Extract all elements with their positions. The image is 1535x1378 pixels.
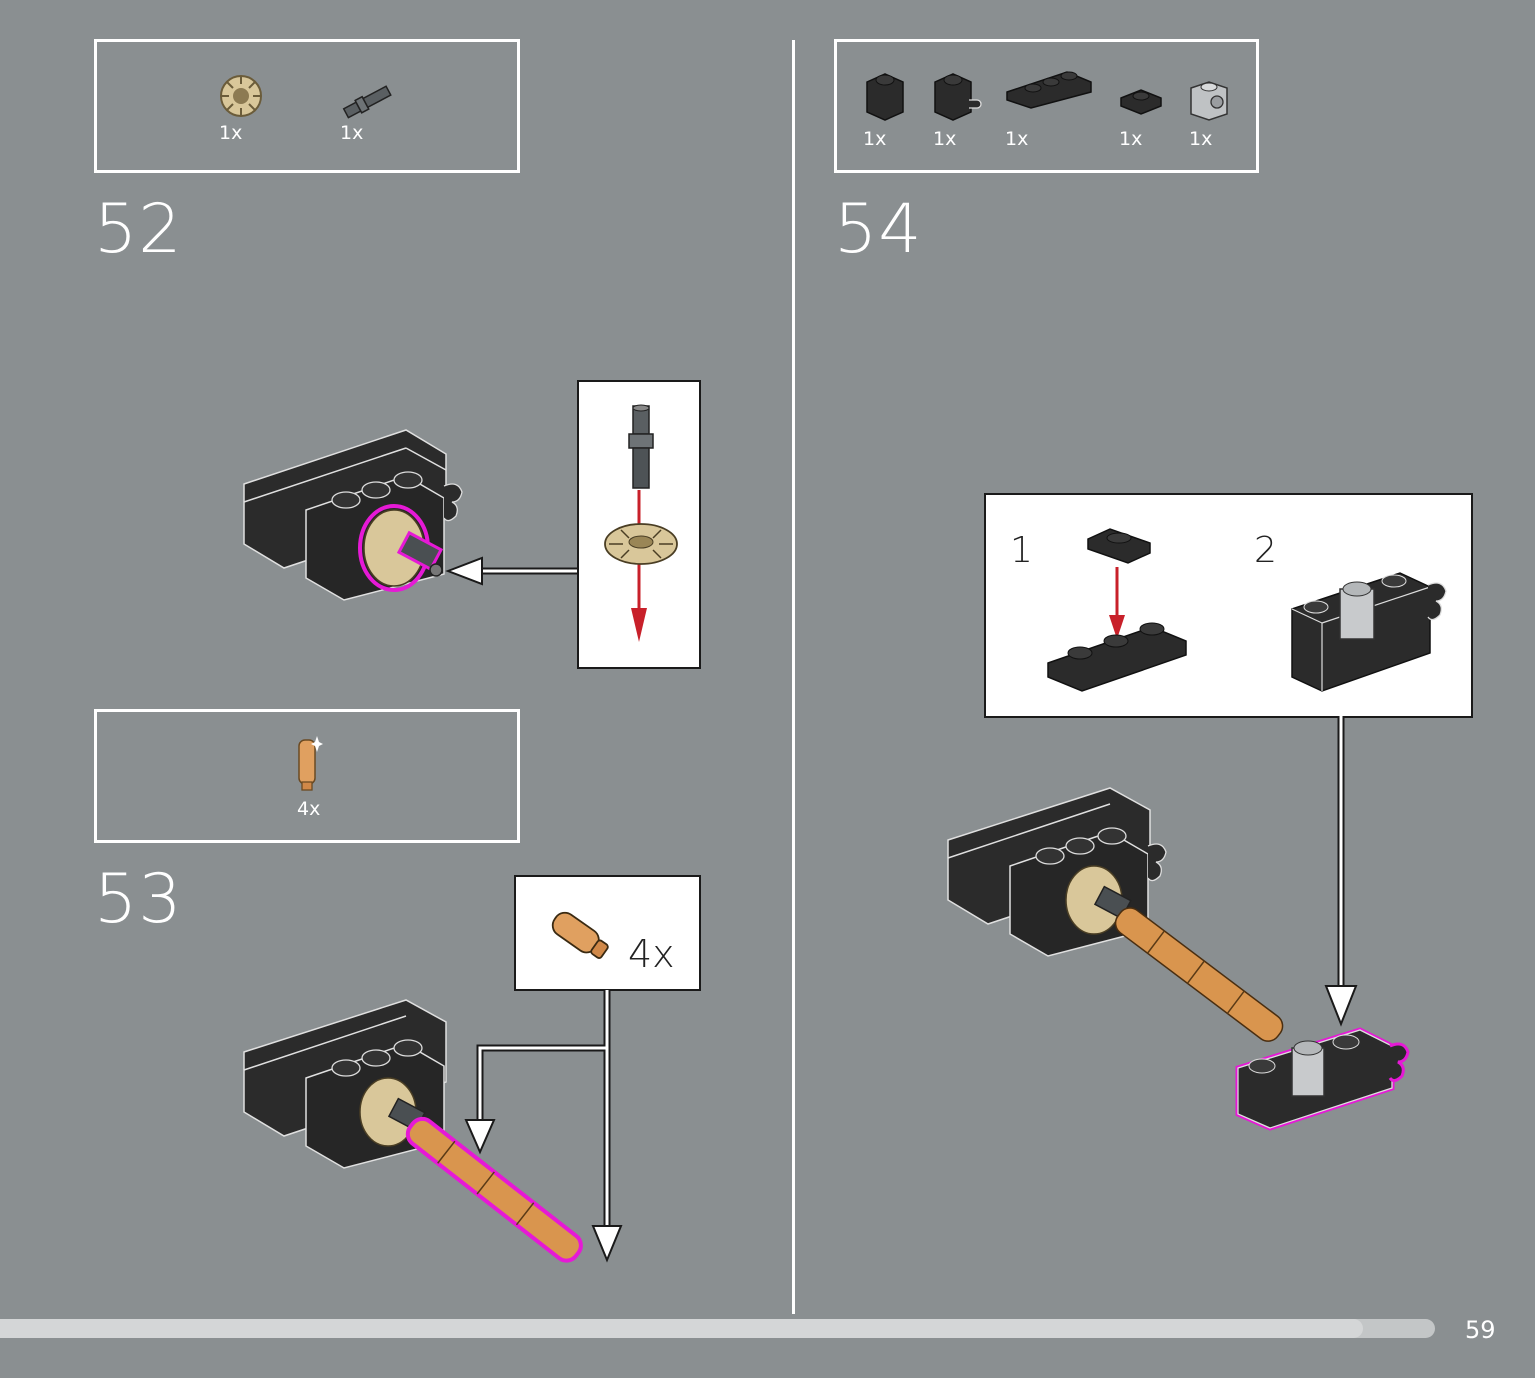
axle-pin-vertical-icon [628, 404, 654, 489]
step-54-parts-box: 1x 1x 1x 1x 1x [834, 39, 1259, 173]
step-52-pointer-arrow [445, 556, 578, 586]
step-54-part-2-qty: 1x [933, 128, 957, 150]
black-plate-1x3-icon [1006, 71, 1092, 109]
step-53-callout: 4x [514, 875, 701, 991]
page-progress-fill [0, 1319, 1364, 1338]
step-52-parts-box: 1x 1x [94, 39, 520, 173]
black-brick-clip-icon [934, 73, 982, 121]
black-brick-1x1-icon [866, 73, 904, 121]
step-52-part-2-qty: 1x [340, 122, 364, 144]
page-number: 59 [1465, 1316, 1496, 1344]
step-54-assembly-illustration [947, 787, 1410, 1131]
step-53-callout-qty: 4x [628, 932, 675, 976]
step-53-parts-box: 4x [94, 709, 520, 843]
step-54-part-5-qty: 1x [1189, 128, 1213, 150]
step-53-part-1-qty: 4x [297, 798, 321, 820]
step-54-callout: 1 2 [984, 493, 1473, 718]
substep-1-number: 1 [1010, 530, 1033, 571]
step-54-part-1-qty: 1x [863, 128, 887, 150]
dark-gray-axle-pin-icon [342, 85, 392, 119]
step-52-number: 52 [94, 190, 183, 269]
step-54-pointer-arrow [1324, 716, 1358, 1027]
step-54-part-3-qty: 1x [1005, 128, 1029, 150]
gear-piece-icon [604, 523, 678, 565]
tan-gear-icon [220, 75, 262, 117]
step-52-part-1-qty: 1x [219, 122, 243, 144]
orange-bar-piece-icon [298, 736, 323, 791]
red-down-arrow-icon [631, 490, 647, 642]
orange-bar-callout-icon [551, 911, 609, 959]
step-54-number: 54 [834, 190, 923, 269]
step-53-pointer-arrows [464, 990, 623, 1263]
substep-2-illustration [1291, 572, 1447, 692]
step-54-part-4-qty: 1x [1119, 128, 1143, 150]
substep-2-number: 2 [1254, 530, 1277, 571]
column-divider [792, 40, 795, 1314]
substep-1-illustration [1047, 528, 1187, 692]
step-52-callout [577, 380, 701, 669]
page-progress-bar [0, 1319, 1435, 1338]
step-53-assembly-illustration [243, 999, 583, 1263]
gray-brick-stud-icon [1190, 81, 1228, 121]
step-53-number: 53 [94, 860, 183, 939]
black-plate-1x1-icon [1120, 89, 1162, 115]
step-52-assembly-illustration [243, 429, 463, 601]
